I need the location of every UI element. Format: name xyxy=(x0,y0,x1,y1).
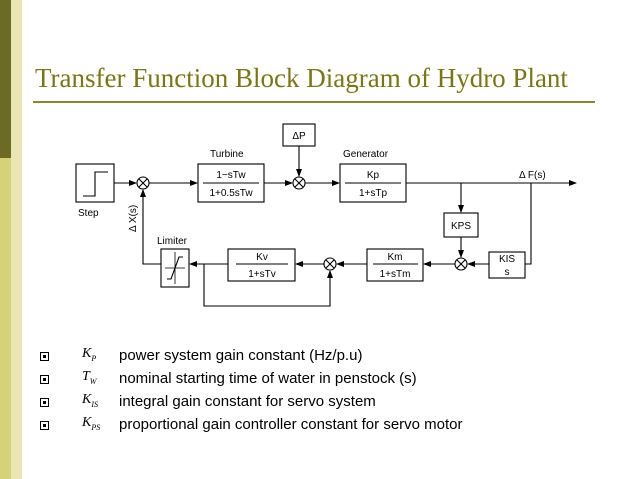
definition-list: KP power system gain constant (Hz/p.u) T… xyxy=(40,346,600,438)
output-label: Δ F(s) xyxy=(519,170,546,181)
square-bullet-icon xyxy=(40,375,49,384)
definition-text: integral gain constant for servo system xyxy=(119,393,376,410)
definition-text: proportional gain controller constant fo… xyxy=(119,416,463,433)
kps-label: KPS xyxy=(451,221,471,232)
side-bar-pale xyxy=(11,0,22,479)
list-item: KIS integral gain constant for servo sys… xyxy=(40,392,600,415)
turbine-label: Turbine xyxy=(210,149,244,160)
list-item: KP power system gain constant (Hz/p.u) xyxy=(40,346,600,369)
step-label: Step xyxy=(78,208,99,219)
square-bullet-icon xyxy=(40,352,49,361)
km-den: 1+sTm xyxy=(380,269,411,280)
limiter-block xyxy=(160,248,190,288)
square-bullet-icon xyxy=(40,398,49,407)
limiter-label: Limiter xyxy=(157,236,188,247)
definition-text: nominal starting time of water in pensto… xyxy=(119,370,417,387)
kv-den: 1+sTv xyxy=(248,269,276,280)
title-rule xyxy=(33,101,595,103)
side-bar-dark xyxy=(0,0,11,158)
list-item: TW nominal starting time of water in pen… xyxy=(40,369,600,392)
limiter-curve xyxy=(167,256,183,280)
symbol: TW xyxy=(82,369,97,386)
symbol: KP xyxy=(82,346,97,363)
list-item: KPS proportional gain controller constan… xyxy=(40,415,600,438)
kis-block xyxy=(488,251,526,279)
square-bullet-icon xyxy=(40,421,49,430)
km-block xyxy=(366,248,424,282)
step-waveform xyxy=(83,171,108,197)
side-bar-light xyxy=(0,0,11,479)
symbol: KIS xyxy=(82,392,99,409)
turbine-num: 1−sTw xyxy=(216,170,246,181)
kis-num: KIS xyxy=(499,254,515,265)
generator-label: Generator xyxy=(343,149,389,160)
symbol: KPS xyxy=(82,415,101,432)
slide-title: Transfer Function Block Diagram of Hydro… xyxy=(35,63,568,93)
kv-block xyxy=(227,248,296,282)
gen-den: 1+sTp xyxy=(359,188,388,199)
gen-num: Kp xyxy=(367,170,380,181)
turbine-den: 1+0.5sTw xyxy=(209,188,253,199)
definition-text: power system gain constant (Hz/p.u) xyxy=(119,347,363,364)
delta-p-label: ΔP xyxy=(292,131,306,142)
kv-num: Kv xyxy=(256,252,268,263)
km-num: Km xyxy=(388,252,403,263)
kis-den: s xyxy=(505,267,510,278)
x-label: Δ X(s) xyxy=(128,205,139,232)
